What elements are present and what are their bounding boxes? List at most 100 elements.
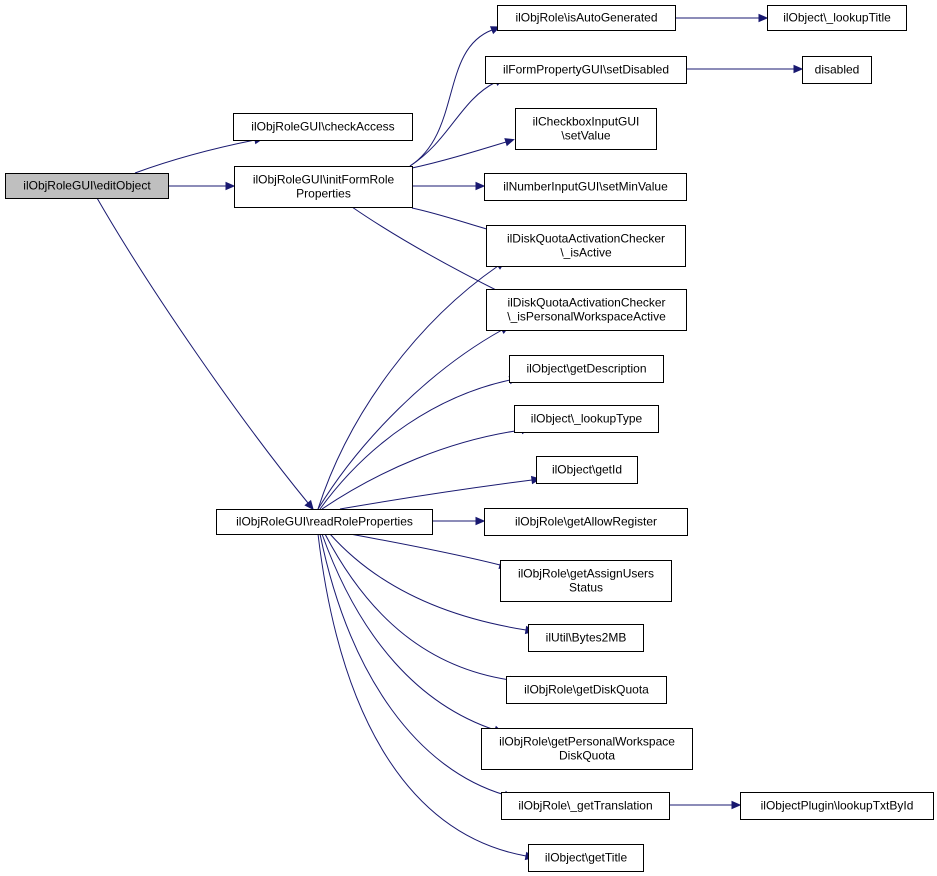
edge-readRole-to-getAllowRegister-arrowhead xyxy=(475,516,486,526)
node-label: ilObjectPlugin\lookupTxtById xyxy=(761,799,914,813)
node-getDescription[interactable]: ilObject\getDescription xyxy=(509,355,664,383)
node-label: ilObjRoleGUI\initFormRole xyxy=(253,173,395,187)
edge-readRole-to-getId xyxy=(339,479,533,510)
node-getId[interactable]: ilObject\getId xyxy=(536,456,638,484)
edge-readRole-to-bytes2MB xyxy=(329,533,527,631)
edge-readRole-to-dqIsActive xyxy=(317,265,499,510)
node-label: ilNumberInputGUI\setMinValue xyxy=(503,180,668,194)
edge-readRole-to-getDiskQuota xyxy=(324,533,511,681)
node-box xyxy=(234,166,413,208)
node-label: ilObject\getTitle xyxy=(545,851,628,865)
node-box xyxy=(233,113,413,141)
edge-setDisabled-to-disabled-arrowhead xyxy=(793,64,804,74)
node-box xyxy=(528,624,644,652)
node-label: ilObject\getId xyxy=(552,463,622,477)
node-bytes2MB[interactable]: ilUtil\Bytes2MB xyxy=(528,624,644,652)
node-label: Properties xyxy=(296,187,351,201)
edge-editObject-to-checkAccess xyxy=(134,139,256,174)
node-getTranslation[interactable]: ilObjRole\_getTranslation xyxy=(501,792,670,820)
node-box xyxy=(481,728,693,770)
node-label: DiskQuota xyxy=(559,749,615,763)
node-box xyxy=(506,676,667,704)
node-getAllowRegister[interactable]: ilObjRole\getAllowRegister xyxy=(484,508,688,536)
edge-editObject-to-readRole xyxy=(96,197,309,504)
node-dqIsActive[interactable]: ilDiskQuotaActivationChecker\_isActive xyxy=(486,225,686,267)
node-lookupTitle[interactable]: ilObject\_lookupTitle xyxy=(767,5,907,31)
node-label: ilObject\_lookupType xyxy=(531,412,643,426)
edge-readRole-to-getAssignUsers xyxy=(349,533,501,566)
edge-initForm-to-setMinValue-arrowhead xyxy=(475,181,486,191)
node-label: Status xyxy=(569,581,603,595)
edge-initForm-to-dqIsActive xyxy=(411,207,491,231)
node-dqIsPW[interactable]: ilDiskQuotaActivationChecker\_isPersonal… xyxy=(486,289,687,331)
node-box xyxy=(802,56,872,84)
node-box xyxy=(536,456,638,484)
node-checkAccess[interactable]: ilObjRoleGUI\checkAccess xyxy=(233,113,413,141)
node-disabled[interactable]: disabled xyxy=(802,56,872,84)
edge-editObject-to-readRole-arrowhead xyxy=(304,499,314,511)
edge-editObject-to-initForm-arrowhead xyxy=(225,181,236,191)
edge-initForm-to-cbSetValue xyxy=(411,141,507,169)
node-getTitle[interactable]: ilObject\getTitle xyxy=(528,844,644,872)
node-label: ilObjRole\getDiskQuota xyxy=(524,683,649,697)
node-box xyxy=(509,355,664,383)
node-box xyxy=(514,405,659,433)
edge-initForm-to-cbSetValue-arrowhead xyxy=(504,138,515,147)
node-box xyxy=(500,560,672,602)
edge-initForm-to-dqIsPW xyxy=(351,206,503,294)
edge-isAutoGenerated-to-lookupTitle-arrowhead xyxy=(758,13,769,23)
node-box xyxy=(767,5,907,31)
node-setMinValue[interactable]: ilNumberInputGUI\setMinValue xyxy=(484,173,687,201)
edge-initForm-to-isAutoGenerated xyxy=(409,29,493,167)
node-box xyxy=(5,173,169,199)
node-label: ilUtil\Bytes2MB xyxy=(546,631,627,645)
node-label: ilFormPropertyGUI\setDisabled xyxy=(503,63,669,77)
node-box xyxy=(501,792,670,820)
node-lookupType[interactable]: ilObject\_lookupType xyxy=(514,405,659,433)
node-label: ilObjRoleGUI\editObject xyxy=(23,179,151,193)
node-box xyxy=(486,225,686,267)
node-box xyxy=(484,173,687,201)
node-label: disabled xyxy=(815,63,860,77)
node-label: ilObjRole\getPersonalWorkspace xyxy=(499,735,675,749)
node-editObject[interactable]: ilObjRoleGUI\editObject xyxy=(5,173,169,199)
node-label: \setValue xyxy=(561,129,610,143)
node-lookupTxtById[interactable]: ilObjectPlugin\lookupTxtById xyxy=(740,792,934,820)
edge-initForm-to-setDisabled xyxy=(409,81,497,167)
node-box xyxy=(528,844,644,872)
node-box xyxy=(484,508,688,536)
node-label: ilObject\_lookupTitle xyxy=(783,11,891,25)
node-readRole[interactable]: ilObjRoleGUI\readRoleProperties xyxy=(216,509,433,535)
node-box xyxy=(216,509,433,535)
node-box xyxy=(485,56,687,84)
node-label: ilObjRoleGUI\readRoleProperties xyxy=(236,515,413,529)
node-label: ilObject\getDescription xyxy=(526,362,646,376)
node-label: ilCheckboxInputGUI xyxy=(533,115,640,129)
edge-readRole-to-dqIsPW xyxy=(317,329,503,510)
node-getDiskQuota[interactable]: ilObjRole\getDiskQuota xyxy=(506,676,667,704)
edge-readRole-to-getPWDiskQuota xyxy=(321,533,496,731)
node-box xyxy=(486,289,687,331)
node-label: ilObjRole\_getTranslation xyxy=(518,799,652,813)
edge-readRole-to-getDescription xyxy=(319,379,511,510)
node-label: ilObjRoleGUI\checkAccess xyxy=(251,120,394,134)
node-cbSetValue[interactable]: ilCheckboxInputGUI\setValue xyxy=(515,108,657,150)
edge-readRole-to-lookupType xyxy=(321,429,523,510)
node-setDisabled[interactable]: ilFormPropertyGUI\setDisabled xyxy=(485,56,687,84)
node-label: \_isActive xyxy=(560,246,612,260)
node-label: \_isPersonalWorkspaceActive xyxy=(507,310,666,324)
node-label: ilObjRole\isAutoGenerated xyxy=(515,11,657,25)
edge-readRole-to-getTranslation xyxy=(319,533,506,796)
node-box xyxy=(497,5,676,31)
node-label: ilObjRole\getAllowRegister xyxy=(515,515,657,529)
edge-getTranslation-to-lookupTxtById-arrowhead xyxy=(731,800,742,810)
node-box xyxy=(740,792,934,820)
edge-readRole-to-getTitle xyxy=(317,533,527,857)
node-label: ilDiskQuotaActivationChecker xyxy=(507,296,665,310)
node-isAutoGenerated[interactable]: ilObjRole\isAutoGenerated xyxy=(497,5,676,31)
node-label: ilObjRole\getAssignUsers xyxy=(518,567,654,581)
